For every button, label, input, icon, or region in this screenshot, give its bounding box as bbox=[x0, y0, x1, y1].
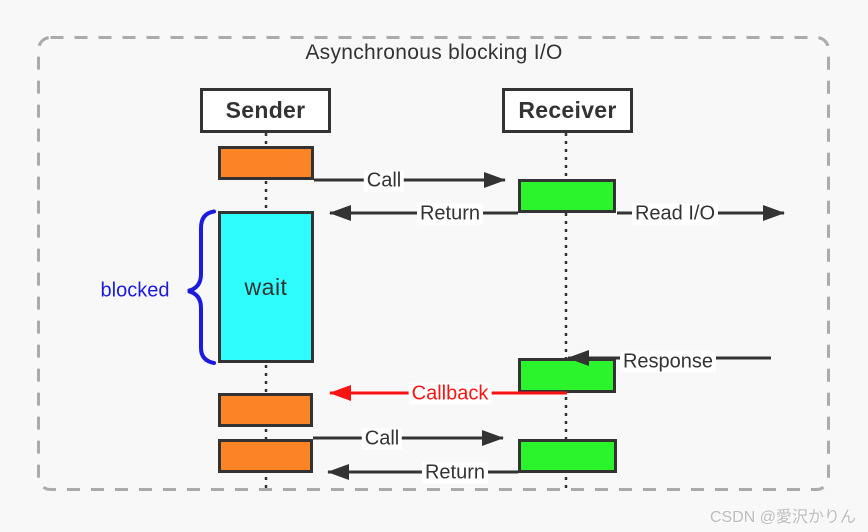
response-label: Response bbox=[619, 351, 717, 373]
return-top-label: Return bbox=[416, 203, 484, 225]
blocked-brace bbox=[187, 209, 216, 365]
sender-label: Sender bbox=[225, 97, 306, 123]
read-io-label: Read I/O bbox=[631, 203, 719, 225]
sender-activation-3 bbox=[218, 439, 313, 473]
csdn-watermark: CSDN @愛沢かりん bbox=[709, 509, 856, 526]
sender-actor-box: Sender bbox=[200, 88, 331, 133]
blocked-label: blocked bbox=[100, 279, 170, 302]
sender-activation-2 bbox=[218, 393, 313, 427]
call-bottom-label: Call bbox=[361, 428, 403, 450]
call-top-label: Call bbox=[363, 170, 405, 192]
diagram-title: Asynchronous blocking I/O bbox=[305, 41, 563, 64]
return-bottom-label: Return bbox=[421, 462, 489, 484]
receiver-activation-2 bbox=[518, 358, 616, 393]
callback-label: Callback bbox=[408, 383, 492, 405]
receiver-activation-3 bbox=[518, 439, 617, 473]
sender-activation-1 bbox=[218, 146, 314, 180]
receiver-label: Receiver bbox=[518, 97, 617, 123]
sender-wait-box: wait bbox=[218, 211, 314, 363]
wait-label: wait bbox=[244, 273, 288, 300]
receiver-actor-box: Receiver bbox=[502, 88, 633, 133]
outer-dashed-frame bbox=[37, 36, 830, 491]
receiver-activation-1 bbox=[518, 179, 616, 213]
